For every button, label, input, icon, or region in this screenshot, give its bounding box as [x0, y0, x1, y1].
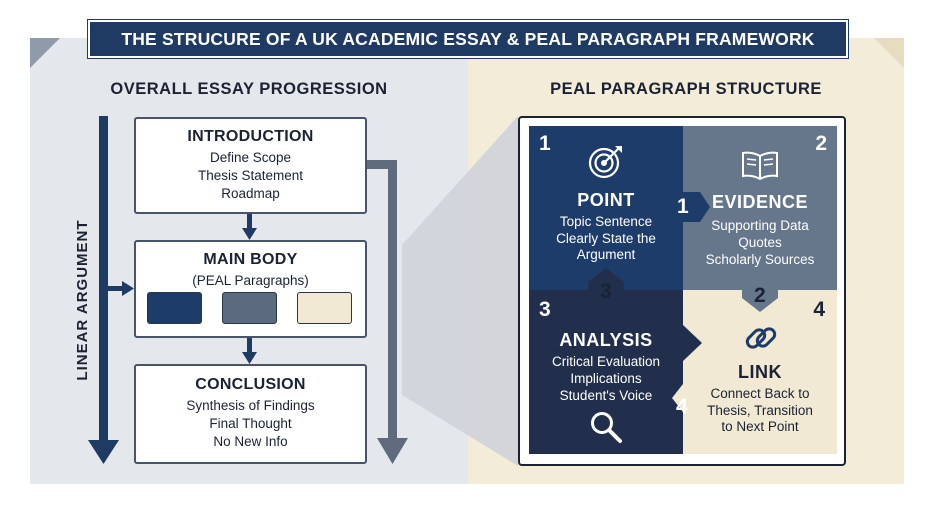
peal-paragraph-block-3	[297, 292, 352, 324]
connector-number-4: 4	[676, 395, 688, 418]
body-down-shaft	[247, 338, 252, 354]
connector-number-2: 2	[754, 284, 766, 307]
linear-arrow-head	[88, 440, 119, 464]
point-quadrant: 1 POINT Topic Sentence Clearly State the…	[529, 126, 683, 290]
conclusion-line: Synthesis of Findings	[186, 398, 315, 413]
point-line: Argument	[576, 247, 636, 262]
conclusion-line: Final Thought	[209, 416, 292, 431]
evidence-number: 2	[815, 132, 827, 155]
essay-arrows	[88, 116, 408, 464]
body-down-head	[242, 352, 257, 364]
analysis-number: 3	[539, 298, 551, 321]
page-title-banner: THE STRUCURE OF A UK ACADEMIC ESSAY & PE…	[88, 20, 848, 58]
connector-number-1: 1	[677, 195, 689, 218]
intro-down-shaft	[247, 214, 252, 230]
link-quadrant: 4 LINK Connect Back to Thesis, Transitio…	[683, 290, 837, 454]
analysis-line: Critical Evaluation	[551, 354, 661, 369]
connector-evidence-to-link	[742, 290, 778, 312]
corner-fold-left	[30, 38, 60, 68]
main-body-heading: MAIN BODY	[203, 251, 298, 268]
link-number: 4	[813, 298, 825, 321]
conclusion-line: No New Info	[213, 434, 288, 449]
conclusion-box: CONCLUSION Synthesis of Findings Final T…	[134, 364, 367, 464]
link-heading: LINK	[738, 362, 782, 382]
peal-paragraph-block-2	[222, 292, 277, 324]
analysis-line: Implications	[570, 371, 642, 386]
peal-paragraph-block-1	[147, 292, 202, 324]
target-icon	[588, 146, 622, 179]
link-line: Thesis, Transition	[707, 402, 813, 418]
linear-arrow-shaft	[99, 116, 108, 442]
connector-number-3: 3	[600, 280, 612, 303]
point-number: 1	[539, 132, 551, 155]
magnifier-icon	[591, 412, 622, 443]
connector-analysis-to-point	[588, 268, 624, 290]
introduction-heading: INTRODUCTION	[187, 128, 314, 145]
evidence-line: Supporting Data	[711, 218, 809, 233]
introduction-line: Roadmap	[221, 186, 280, 201]
link-line: to Next Point	[721, 419, 799, 434]
book-icon	[742, 151, 778, 180]
peal-structure-title: PEAL PARAGRAPH STRUCTURE	[550, 80, 822, 98]
essay-progression-title: OVERALL ESSAY PROGRESSION	[110, 80, 388, 98]
analysis-line: Student's Voice	[559, 388, 653, 403]
point-line: Clearly State the	[556, 230, 656, 246]
introduction-box: INTRODUCTION Define Scope Thesis Stateme…	[134, 117, 367, 214]
chain-link-icon	[745, 327, 777, 349]
return-arrow-shaft	[367, 160, 397, 440]
intro-down-head	[242, 228, 257, 240]
main-body-subheading: (PEAL Paragraphs)	[192, 273, 309, 288]
connector-link-to-analysis	[672, 384, 683, 412]
return-arrow-head	[377, 438, 408, 464]
body-entry-shaft	[108, 286, 124, 291]
introduction-line: Thesis Statement	[197, 168, 304, 183]
analysis-quadrant: 3 ANALYSIS Critical Evaluation Implicati…	[529, 290, 683, 454]
introduction-line: Define Scope	[209, 150, 292, 165]
corner-fold-right	[874, 38, 904, 68]
evidence-line: Quotes	[738, 235, 782, 250]
point-heading: POINT	[577, 190, 635, 210]
connector-point-to-evidence	[683, 192, 710, 222]
analysis-notch	[683, 325, 702, 361]
conclusion-heading: CONCLUSION	[195, 376, 306, 393]
point-line: Topic Sentence	[559, 214, 653, 229]
evidence-heading: EVIDENCE	[711, 192, 809, 212]
zoom-projection	[402, 116, 518, 466]
evidence-line: Scholarly Sources	[705, 252, 815, 267]
link-line: Connect Back to	[710, 386, 810, 401]
analysis-heading: ANALYSIS	[559, 330, 653, 350]
body-entry-head	[122, 281, 134, 296]
